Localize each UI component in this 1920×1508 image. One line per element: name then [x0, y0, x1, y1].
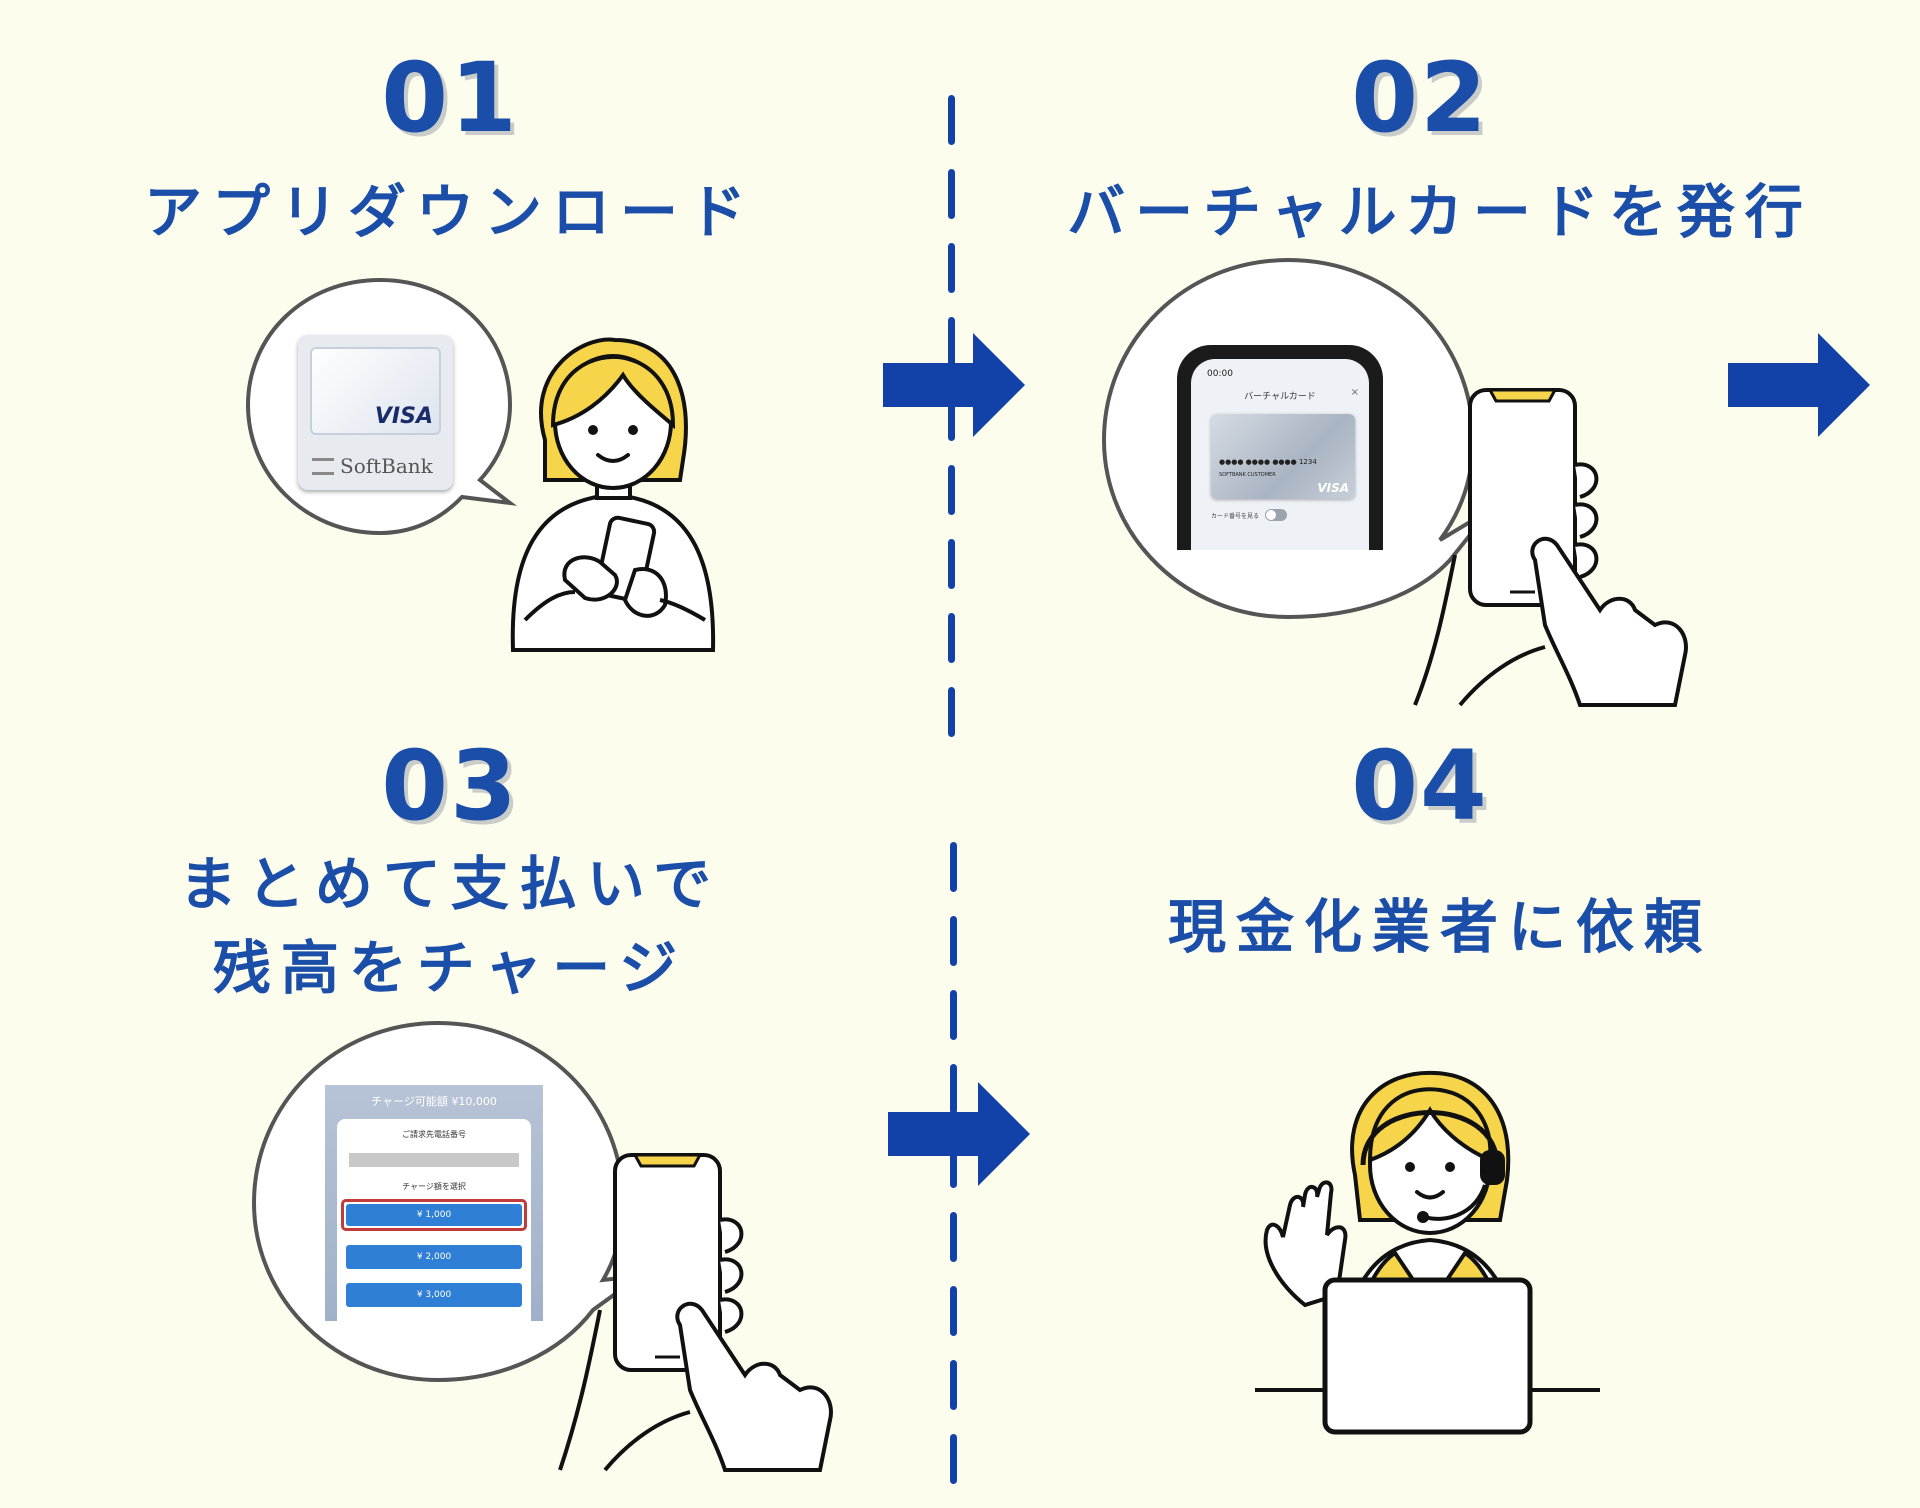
charge-panel: ご請求先電話番号 チャージ額を選択 ¥ 1,000 ¥ 2,000 ¥ 3,00…	[337, 1119, 531, 1321]
phone-display: 00:00 バーチャルカード × ●●●● ●●●● ●●●● 1234 SOF…	[1191, 359, 1369, 550]
charge-available-label: チャージ可能額 ¥10,000	[371, 1095, 497, 1108]
support-operator-illustration	[1255, 1070, 1600, 1435]
virtual-card-phone-screen: 00:00 バーチャルカード × ●●●● ●●●● ●●●● 1234 SOF…	[1177, 345, 1383, 550]
woman-with-phone-illustration	[510, 337, 716, 652]
step-4-title: 現金化業者に依頼	[1167, 893, 1712, 961]
status-bar-time: 00:00	[1207, 369, 1233, 379]
softbank-bars-icon	[312, 457, 334, 475]
arrow-right-icon	[883, 333, 1025, 437]
card-face: VISA	[310, 347, 441, 435]
step-1-number: 01	[381, 42, 519, 154]
charge-option-2000[interactable]: ¥ 2,000	[346, 1245, 522, 1269]
phone-number-label: ご請求先電話番号	[402, 1130, 466, 1139]
charge-amount-label: チャージ額を選択	[402, 1182, 466, 1191]
card-holder: SOFTBANK CUSTOMER	[1219, 472, 1276, 478]
screen-header: バーチャルカード	[1244, 392, 1316, 402]
hand-with-phone-illustration	[558, 1153, 833, 1472]
hand-with-phone-illustration	[1413, 388, 1688, 707]
charge-option-3000[interactable]: ¥ 3,000	[346, 1283, 522, 1307]
softbank-card-app-icon: VISA SoftBank	[298, 335, 453, 490]
card-number: ●●●● ●●●● ●●●● 1234	[1219, 458, 1317, 466]
step-4-number: 04	[1351, 730, 1489, 842]
step-3-title-line-2: 残高をチャージ	[212, 934, 688, 1002]
close-icon[interactable]: ×	[1350, 387, 1359, 398]
arrow-right-icon	[888, 1082, 1030, 1186]
phone-number-field[interactable]	[349, 1153, 519, 1167]
card-toggle-row[interactable]: カード番号を見る	[1211, 509, 1288, 521]
step-2-number: 02	[1351, 42, 1489, 154]
charge-app-screen: チャージ可能額 ¥10,000 ご請求先電話番号 チャージ額を選択 ¥ 1,00…	[325, 1085, 543, 1321]
softbank-label: SoftBank	[340, 454, 433, 478]
virtual-card: ●●●● ●●●● ●●●● 1234 SOFTBANK CUSTOMER VI…	[1211, 414, 1355, 499]
visa-label: VISA	[1317, 481, 1349, 495]
toggle-label: カード番号を見る	[1211, 512, 1260, 520]
softbank-logo: SoftBank	[312, 453, 442, 479]
divider-bottom	[950, 842, 960, 1508]
step-1-title: アプリダウンロード	[143, 178, 756, 246]
step-3-title-line-1: まとめて支払いで	[178, 850, 722, 918]
visa-label: VISA	[374, 404, 433, 429]
arrow-right-icon	[1728, 333, 1870, 437]
step-3-number: 03	[381, 730, 519, 842]
divider-top	[948, 95, 958, 761]
step-2-title: バーチャルカードを発行	[1067, 178, 1813, 246]
charge-option-1000[interactable]: ¥ 1,000	[341, 1199, 527, 1231]
toggle-switch[interactable]	[1265, 509, 1288, 521]
